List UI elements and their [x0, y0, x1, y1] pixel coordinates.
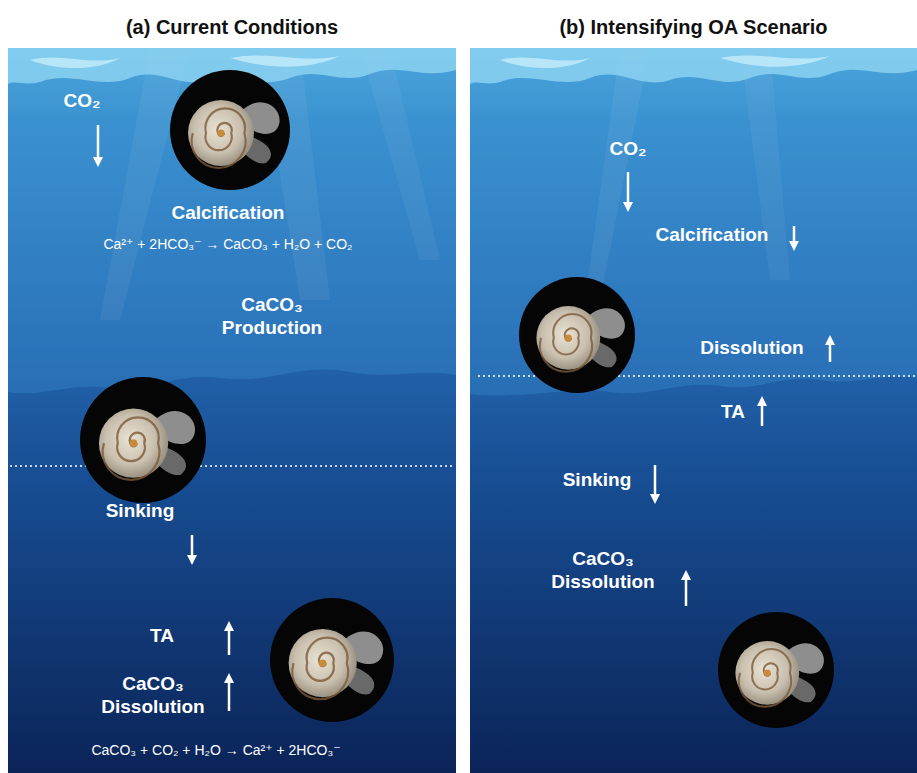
process-label: Calcification	[656, 224, 769, 247]
process-label: CO₂	[64, 90, 101, 113]
process-label: TA	[150, 625, 174, 648]
process-label: Sinking	[563, 469, 632, 492]
chemical-equation: CaCO₃ + CO₂ + H₂O → Ca²⁺ + 2HCO₃⁻	[91, 742, 340, 759]
process-label: Sinking	[106, 500, 175, 523]
process-label: CaCO₃ Dissolution	[83, 673, 223, 719]
ocean-panel: (b) Intensifying OA Scenario	[470, 48, 917, 773]
process-label: TA	[721, 401, 745, 424]
pteropod-photo	[718, 612, 834, 728]
panel-b-water	[470, 48, 917, 773]
ocean-panel: (a) Current Conditions	[8, 48, 456, 773]
process-label: Dissolution	[700, 337, 803, 360]
panel-heading: (a) Current Conditions	[8, 8, 456, 46]
pteropod-photo	[170, 70, 290, 190]
panel-heading: (b) Intensifying OA Scenario	[470, 8, 917, 46]
chemical-equation: Ca²⁺ + 2HCO₃⁻ → CaCO₃ + H₂O + CO₂	[103, 236, 352, 253]
pteropod-photo	[519, 277, 635, 393]
process-label: Calcification	[172, 202, 285, 225]
process-label: CaCO₃ Production	[202, 294, 342, 340]
process-label: CaCO₃ Dissolution	[533, 548, 673, 594]
pteropod-photo	[80, 377, 206, 503]
panel-a-water	[8, 48, 456, 773]
pteropod-photo	[270, 598, 394, 722]
process-label: CO₂	[610, 138, 647, 161]
trend-arrows	[98, 125, 830, 711]
